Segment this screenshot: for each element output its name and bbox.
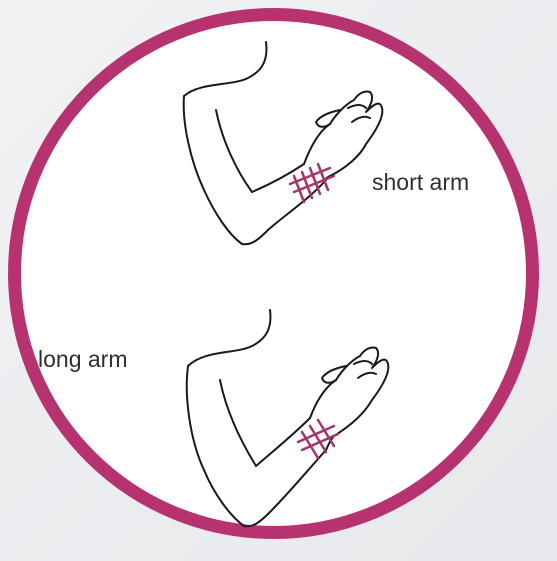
bottom-armpit	[220, 380, 256, 466]
bottom-finger-line-1	[354, 361, 372, 364]
bottom-shoulder-line	[188, 310, 270, 366]
top-elbow	[242, 230, 268, 244]
bottom-forearm-upper	[256, 418, 310, 466]
long-arm-figure	[187, 310, 389, 526]
top-forearm-upper	[252, 164, 304, 192]
long-arm-label: long arm	[38, 348, 127, 371]
top-finger-line-2	[352, 117, 370, 122]
top-armpit	[216, 110, 252, 192]
bottom-elbow	[244, 512, 270, 526]
top-hand	[304, 91, 382, 180]
bottom-forearm-lower	[270, 450, 326, 512]
top-thumb	[316, 110, 340, 127]
short-arm-figure	[184, 42, 383, 244]
top-shoulder-line	[184, 42, 266, 96]
top-finger-line-1	[348, 105, 366, 108]
bottom-upper-arm-outer	[187, 366, 244, 526]
short-arm-label: short arm	[372, 171, 469, 194]
bottom-hand	[310, 347, 388, 450]
bottom-thumb	[322, 366, 346, 383]
top-upper-arm-outer	[184, 96, 242, 244]
bottom-finger-line-2	[358, 373, 376, 378]
